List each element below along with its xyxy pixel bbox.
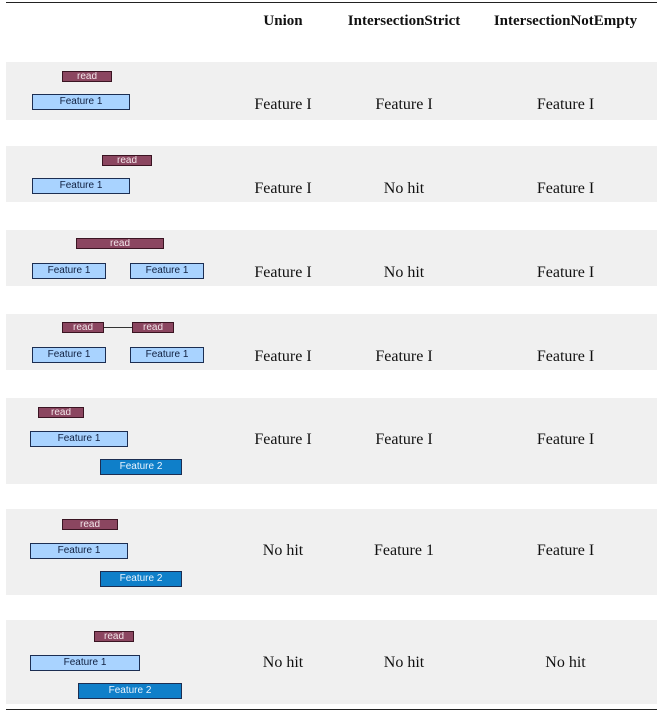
feature1-box: Feature 1 [32, 347, 106, 363]
header-intersection-not-empty: IntersectionNotEmpty [493, 13, 638, 29]
table-bottom-rule [6, 709, 657, 710]
read-box: read [62, 322, 104, 333]
read-box: read [38, 407, 84, 418]
table-header: Union IntersectionStrict IntersectionNot… [6, 3, 657, 39]
header-intersection-strict: IntersectionStrict [347, 13, 461, 29]
read-box: read [62, 519, 118, 530]
table-row: read Feature 1 Feature 2 No hit Feature … [6, 509, 657, 595]
strict-result: Feature I [375, 431, 433, 448]
table-row: read Feature 1 Feature 2 Feature I Featu… [6, 398, 657, 484]
strict-result: No hit [383, 264, 425, 281]
union-result: Feature I [254, 180, 312, 197]
read-box: read [76, 238, 164, 249]
table-row: read Feature 1 Feature I No hit Feature … [6, 146, 657, 202]
union-result: Feature I [254, 431, 312, 448]
feature2-box: Feature 2 [78, 683, 182, 699]
feature1-box: Feature 1 [30, 543, 128, 559]
notempty-result: Feature I [536, 431, 595, 448]
read-box: read [94, 631, 134, 642]
header-union: Union [263, 13, 303, 29]
notempty-result: Feature I [536, 96, 595, 113]
notempty-result: No hit [545, 654, 586, 671]
table-row: read Feature 1 Feature 1 Feature I No hi… [6, 230, 657, 286]
union-result: Feature I [254, 264, 312, 281]
read-box: read [132, 322, 174, 333]
union-result: Feature I [254, 348, 312, 365]
feature1-box: Feature 1 [130, 347, 204, 363]
union-result: Feature I [254, 96, 312, 113]
table-row: read Feature 1 Feature 2 No hit No hit N… [6, 620, 657, 704]
feature1-box: Feature 1 [30, 431, 128, 447]
strict-result: Feature I [375, 348, 433, 365]
table-row: read read Feature 1 Feature 1 Feature I … [6, 314, 657, 370]
read-box: read [62, 71, 112, 82]
feature1-box: Feature 1 [30, 655, 140, 671]
feature1-box: Feature 1 [32, 94, 130, 110]
header-diagram [6, 3, 232, 39]
union-result: No hit [262, 654, 304, 671]
notempty-result: Feature I [536, 348, 595, 365]
strict-result: No hit [383, 180, 425, 197]
table-top-rule [6, 2, 657, 3]
notempty-result: Feature I [536, 180, 595, 197]
strict-result: Feature 1 [374, 542, 434, 559]
feature1-box: Feature 1 [32, 263, 106, 279]
notempty-result: Feature I [536, 264, 595, 281]
read-connector [104, 327, 132, 328]
strict-result: Feature I [375, 96, 433, 113]
read-box: read [102, 155, 152, 166]
feature1-box: Feature 1 [32, 178, 130, 194]
feature2-box: Feature 2 [100, 459, 182, 475]
feature1-box: Feature 1 [130, 263, 204, 279]
feature2-box: Feature 2 [100, 571, 182, 587]
notempty-result: Feature I [536, 542, 595, 559]
table-row: read Feature 1 Feature I Feature I Featu… [6, 62, 657, 120]
union-result: No hit [262, 542, 304, 559]
strict-result: No hit [383, 654, 425, 671]
